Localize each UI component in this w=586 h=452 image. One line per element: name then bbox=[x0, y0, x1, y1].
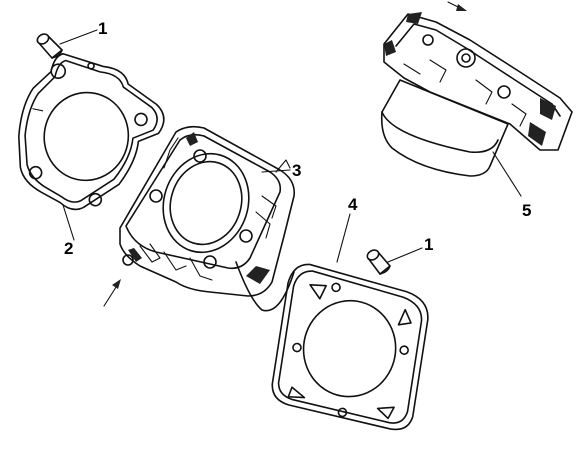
leader-line-1b bbox=[387, 247, 423, 263]
callout-3: 3 bbox=[292, 161, 301, 180]
leader-line-4 bbox=[336, 213, 351, 263]
dowel-pin-lower bbox=[366, 249, 391, 275]
cylinder-assembly bbox=[380, 12, 573, 177]
leader-line-3 bbox=[261, 169, 291, 173]
callout-1-lower: 1 bbox=[424, 235, 433, 254]
head-gasket-upper bbox=[18, 52, 165, 211]
cylinder-block bbox=[119, 125, 296, 312]
leader-line-1a bbox=[59, 29, 98, 45]
leader-line-5 bbox=[492, 151, 522, 197]
callout-1-upper: 1 bbox=[98, 19, 107, 38]
base-gasket-lower bbox=[271, 263, 429, 431]
callout-2: 2 bbox=[64, 239, 73, 258]
direction-arrow-lower bbox=[103, 279, 121, 307]
direction-arrow-top bbox=[447, 1, 467, 11]
leader-line-2 bbox=[62, 204, 75, 241]
dowel-pin-top bbox=[36, 33, 63, 59]
callout-5: 5 bbox=[522, 201, 531, 220]
callout-4: 4 bbox=[348, 195, 358, 214]
